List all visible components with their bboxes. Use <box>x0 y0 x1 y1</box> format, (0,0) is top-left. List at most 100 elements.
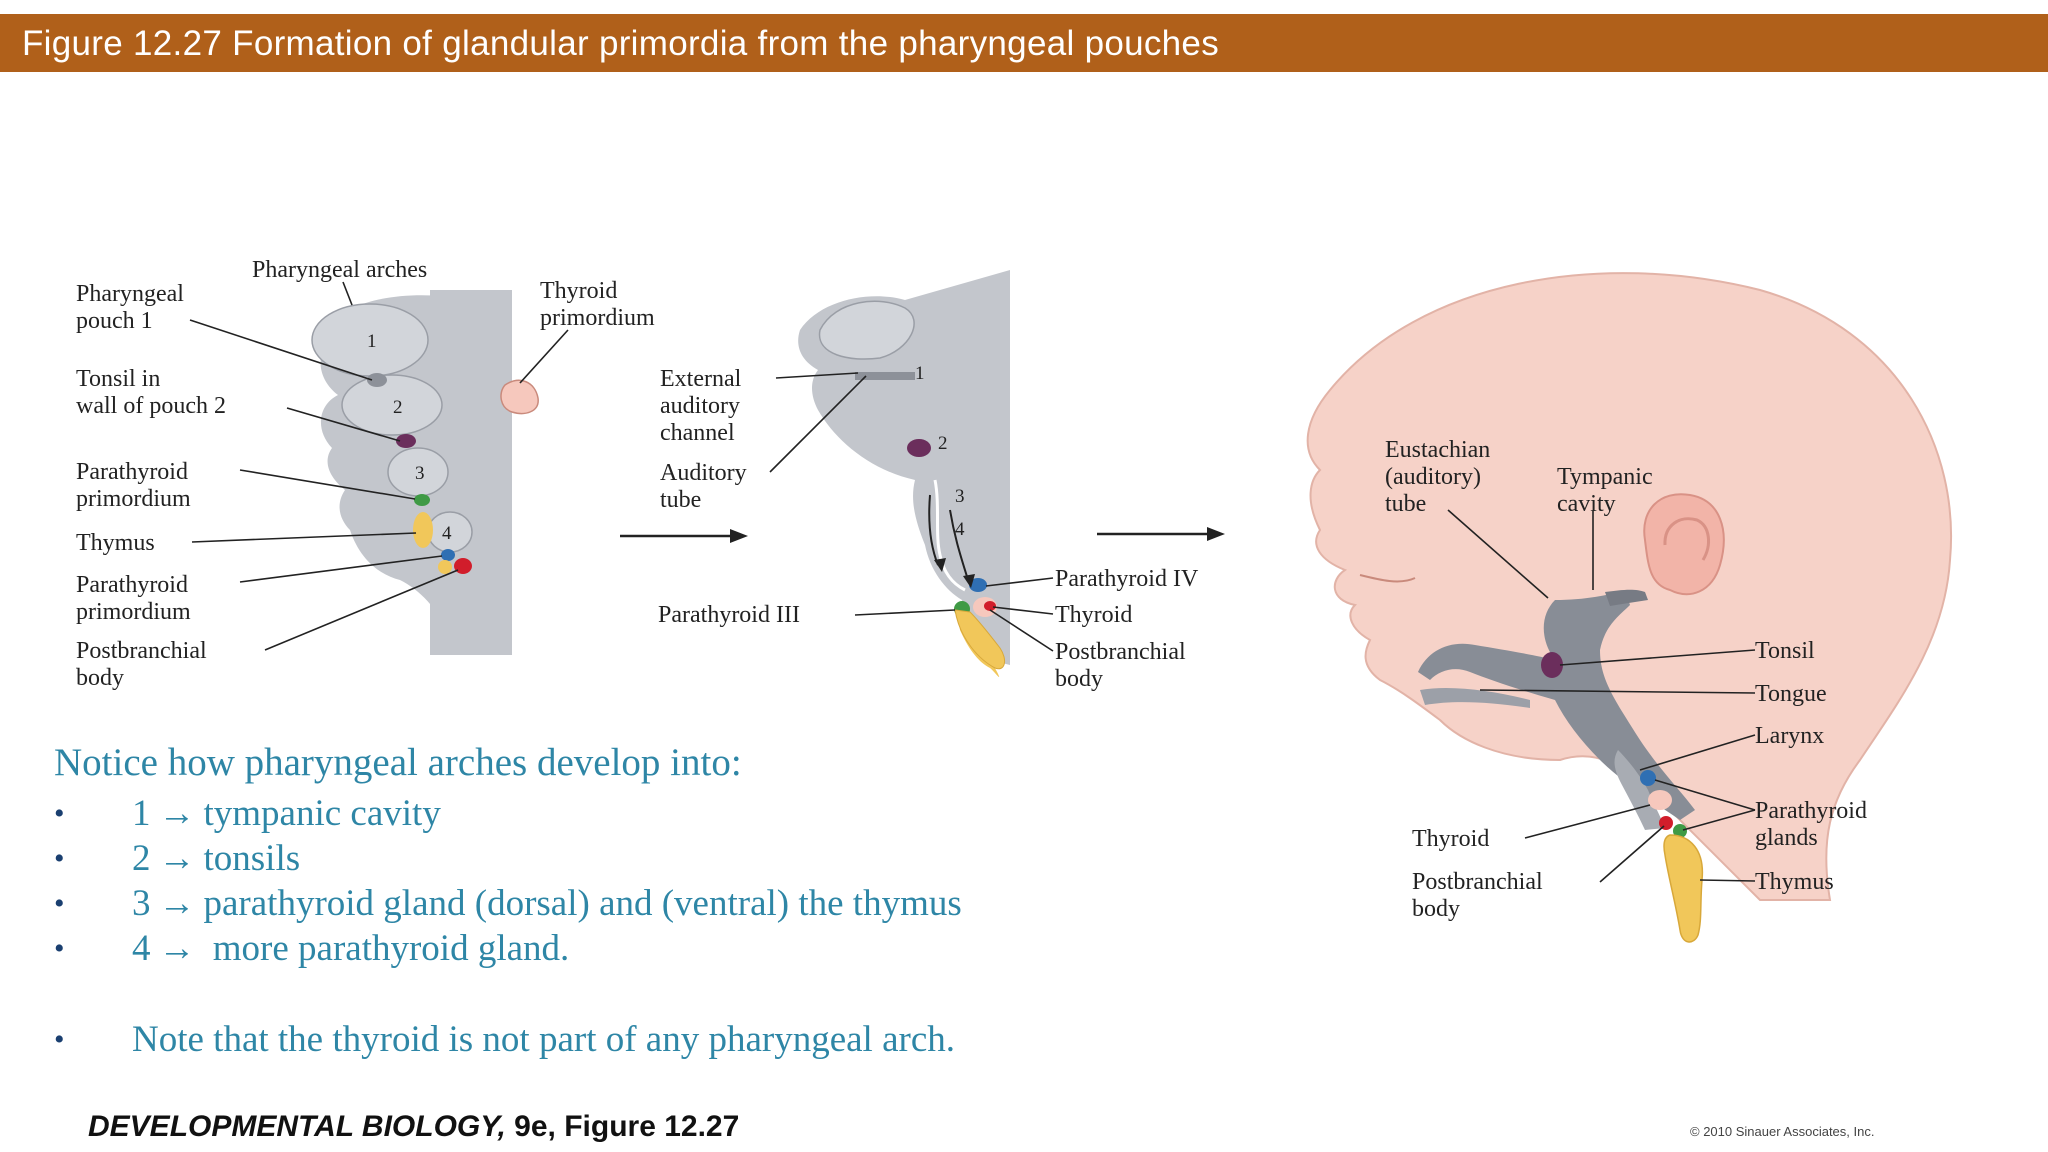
bullet: • <box>54 797 65 830</box>
arrow-b-to-c <box>1097 527 1225 541</box>
footer-citation: DEVELOPMENTAL BIOLOGY, 9e, Figure 12.27 <box>88 1110 739 1144</box>
item-number: 1 <box>132 793 151 834</box>
panel-b-number-3: 3 <box>955 486 965 507</box>
panel-c-tonsil <box>1541 652 1563 678</box>
label-thymus-c: Thymus <box>1755 869 1834 895</box>
thymus-primordium <box>413 512 433 548</box>
small-yellow-body <box>438 560 452 574</box>
postbranchial-body <box>454 558 472 574</box>
notes-item: • 3→parathyroid gland (dorsal) and (vent… <box>54 881 1354 926</box>
label-thyroid: Thyroid <box>1055 602 1132 628</box>
panel-a-embryo-pharynx: 1 2 3 4 Pharyngeal arches Pharyngeal pou… <box>76 257 655 691</box>
label-external-a: External <box>660 366 742 392</box>
label-tympanic-b: cavity <box>1557 491 1616 517</box>
panel-c-thymus <box>1663 834 1704 943</box>
label-postbranchial-c-a: Postbranchial <box>1412 869 1543 895</box>
panel-a-number-4: 4 <box>442 523 452 544</box>
ear <box>1643 493 1725 595</box>
label-pharyngeal-arches: Pharyngeal arches <box>252 257 427 283</box>
label-thyroid-primordium-a: Thyroid <box>540 278 617 304</box>
eye <box>1359 574 1416 583</box>
panel-c-infant-head: Eustachian (auditory) tube Tympanic cavi… <box>1306 272 1952 943</box>
label-eustachian-a: Eustachian <box>1385 437 1490 463</box>
item-text: parathyroid gland (dorsal) and (ventral)… <box>203 883 962 924</box>
panel-b-thymus-body <box>954 609 1006 670</box>
eustachian-tube-shape <box>1605 589 1648 606</box>
label-tonsil-b: wall of pouch 2 <box>76 393 226 419</box>
label-pharyngeal-pouch-1-b: pouch 1 <box>76 308 153 334</box>
thyroid-primordium <box>500 379 539 415</box>
panel-b-number-2: 2 <box>938 433 948 454</box>
panel-a-number-3: 3 <box>415 463 425 484</box>
panel-a-number-2: 2 <box>393 397 403 418</box>
label-postbranchial-b-a: Postbranchial <box>1055 639 1186 665</box>
parathyroid-iv-dot <box>969 578 987 592</box>
parathyroid-primordium-4 <box>441 549 455 561</box>
arrow-icon: → <box>158 838 196 879</box>
panel-b-arch-1 <box>818 300 915 360</box>
label-auditory-b: tube <box>660 487 701 513</box>
label-parathyroid-primordium-2b: primordium <box>76 599 191 625</box>
notes-item: • 1→tympanic cavity <box>54 791 1354 836</box>
panel-c-thyroid <box>1648 790 1672 810</box>
label-parathyroid-glands-a: Parathyroid <box>1755 798 1867 824</box>
item-number: 2 <box>132 838 151 879</box>
title-banner: Figure 12.27 Formation of glandular prim… <box>0 14 2048 72</box>
label-tonsil-c: Tonsil <box>1755 638 1815 664</box>
bullet: • <box>54 1023 65 1056</box>
label-parathyroid-iii: Parathyroid III <box>658 602 800 628</box>
label-thymus: Thymus <box>76 530 155 556</box>
label-larynx: Larynx <box>1755 723 1824 749</box>
tonsil-pouch-2 <box>396 434 416 448</box>
label-postbranchial-b-b: body <box>1055 666 1103 692</box>
notes-extra-item: • Note that the thyroid is not part of a… <box>54 1017 1354 1062</box>
panel-b-later-pharynx: 1 2 3 4 External auditory channel Audito… <box>658 270 1199 692</box>
footer-edition: 9e, Figure 12.27 <box>505 1110 740 1143</box>
notes-item: • 4→ more parathyroid gland. <box>54 926 1354 971</box>
footer-book-title: DEVELOPMENTAL BIOLOGY, <box>88 1110 506 1143</box>
item-number: 4 <box>132 928 151 969</box>
label-tongue: Tongue <box>1755 681 1827 707</box>
arrow-icon: → <box>158 928 196 969</box>
label-parathyroid-glands-b: glands <box>1755 825 1818 851</box>
notes-intro: Notice how pharyngeal arches develop int… <box>54 741 742 784</box>
arrow-icon: → <box>158 883 196 924</box>
label-postbranchial-a: Postbranchial <box>76 638 207 664</box>
notes-section: Notice how pharyngeal arches develop int… <box>54 740 1354 1062</box>
label-eustachian-c: tube <box>1385 491 1426 517</box>
item-number: 3 <box>132 883 151 924</box>
item-text: tonsils <box>203 838 301 879</box>
panel-a-number-1: 1 <box>367 331 377 352</box>
panel-c-parathyroid-lower <box>1673 824 1687 838</box>
label-eustachian-b: (auditory) <box>1385 464 1481 490</box>
label-pharyngeal-pouch-1-a: Pharyngeal <box>76 281 184 307</box>
label-postbranchial-c-b: body <box>1412 896 1460 922</box>
arrow-icon: → <box>158 793 196 834</box>
arch-2 <box>341 374 443 436</box>
label-thyroid-c: Thyroid <box>1412 826 1489 852</box>
figure-title: Figure 12.27 Formation of glandular prim… <box>22 24 1219 63</box>
parathyroid-primordium-3 <box>414 494 430 506</box>
panel-b-number-1: 1 <box>915 363 925 384</box>
bullet: • <box>54 887 65 920</box>
notes-extra: Note that the thyroid is not part of any… <box>132 1019 955 1060</box>
bullet: • <box>54 842 65 875</box>
notes-list: • 1→tympanic cavity • 2→tonsils • 3→para… <box>54 791 1354 1062</box>
copyright-notice: © 2010 Sinauer Associates, Inc. <box>1690 1124 1875 1139</box>
panel-b-tissue <box>798 270 1010 665</box>
label-postbranchial-b: body <box>76 665 124 691</box>
panel-b-pouch-outline <box>933 479 966 592</box>
panel-b-number-4: 4 <box>955 519 965 540</box>
tongue-surface <box>1420 688 1530 708</box>
bullet: • <box>54 932 65 965</box>
ear-fold <box>1663 517 1710 561</box>
postbranchial-dot <box>984 601 996 611</box>
label-parathyroid-primordium-1a: Parathyroid <box>76 459 188 485</box>
label-tympanic-a: Tympanic <box>1557 464 1653 490</box>
item-text: tympanic cavity <box>203 793 441 834</box>
item-text: more parathyroid gland. <box>203 928 570 969</box>
larynx-shape <box>1614 750 1665 830</box>
label-external-c: channel <box>660 420 735 446</box>
label-tonsil-a: Tonsil in <box>76 366 160 392</box>
